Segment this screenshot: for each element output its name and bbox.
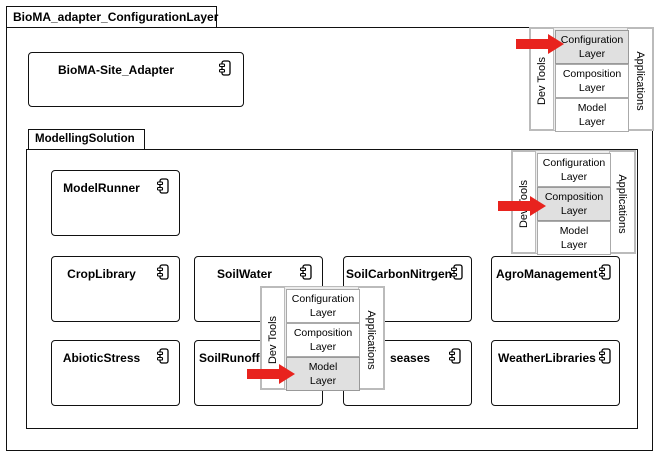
modelling-package-title: ModellingSolution <box>35 133 135 145</box>
component-icon <box>449 348 461 364</box>
component-icon <box>157 178 169 194</box>
component-agromanagement[interactable]: AgroManagement <box>491 256 620 322</box>
component-icon <box>451 264 463 280</box>
outer-package-title: BioMA_adapter_ConfigurationLayer <box>13 10 219 24</box>
component-icon <box>157 348 169 364</box>
component-weatherlibraries[interactable]: WeatherLibraries <box>491 340 620 406</box>
component-icon <box>599 264 611 280</box>
component-icon <box>599 348 611 364</box>
component-label: SoilWater <box>217 267 272 281</box>
dev-tools-label: Dev Tools <box>267 315 279 365</box>
component-icon <box>157 264 169 280</box>
site-adapter-component[interactable]: BioMA-Site_Adapter <box>28 52 244 107</box>
applications-label: Applications <box>634 51 646 111</box>
outer-package-tab: BioMA_adapter_ConfigurationLayer <box>6 6 219 28</box>
applications-bar[interactable]: Applications <box>609 151 635 253</box>
red-arrow-icon <box>516 34 564 54</box>
component-label: SoilRunoffE <box>199 351 268 365</box>
component-icon <box>219 60 231 76</box>
component-label: ModelRunner <box>63 181 140 195</box>
component-label: seases <box>390 351 431 365</box>
applications-label: Applications <box>616 174 628 234</box>
component-icon <box>300 264 312 280</box>
site-adapter-label: BioMA-Site_Adapter <box>57 63 174 77</box>
component-modelrunner[interactable]: ModelRunner <box>51 170 180 236</box>
component-label: CropLibrary <box>67 267 136 281</box>
applications-bar[interactable]: Applications <box>358 287 384 389</box>
modelling-package-tab: ModellingSolution <box>28 129 145 150</box>
dev-tools-label: Dev Tools <box>536 56 548 106</box>
red-arrow-icon <box>247 364 295 384</box>
component-croplibrary[interactable]: CropLibrary <box>51 256 180 322</box>
component-abioticstress[interactable]: AbioticStress <box>51 340 180 406</box>
component-label: WeatherLibraries <box>498 351 596 365</box>
red-arrow-icon <box>498 196 546 216</box>
applications-bar[interactable]: Applications <box>627 28 653 130</box>
component-label: SoilCarbonNitrgen <box>346 267 453 281</box>
component-label: AgroManagement <box>496 267 598 281</box>
component-label: AbioticStress <box>62 351 141 365</box>
applications-label: Applications <box>365 310 377 370</box>
